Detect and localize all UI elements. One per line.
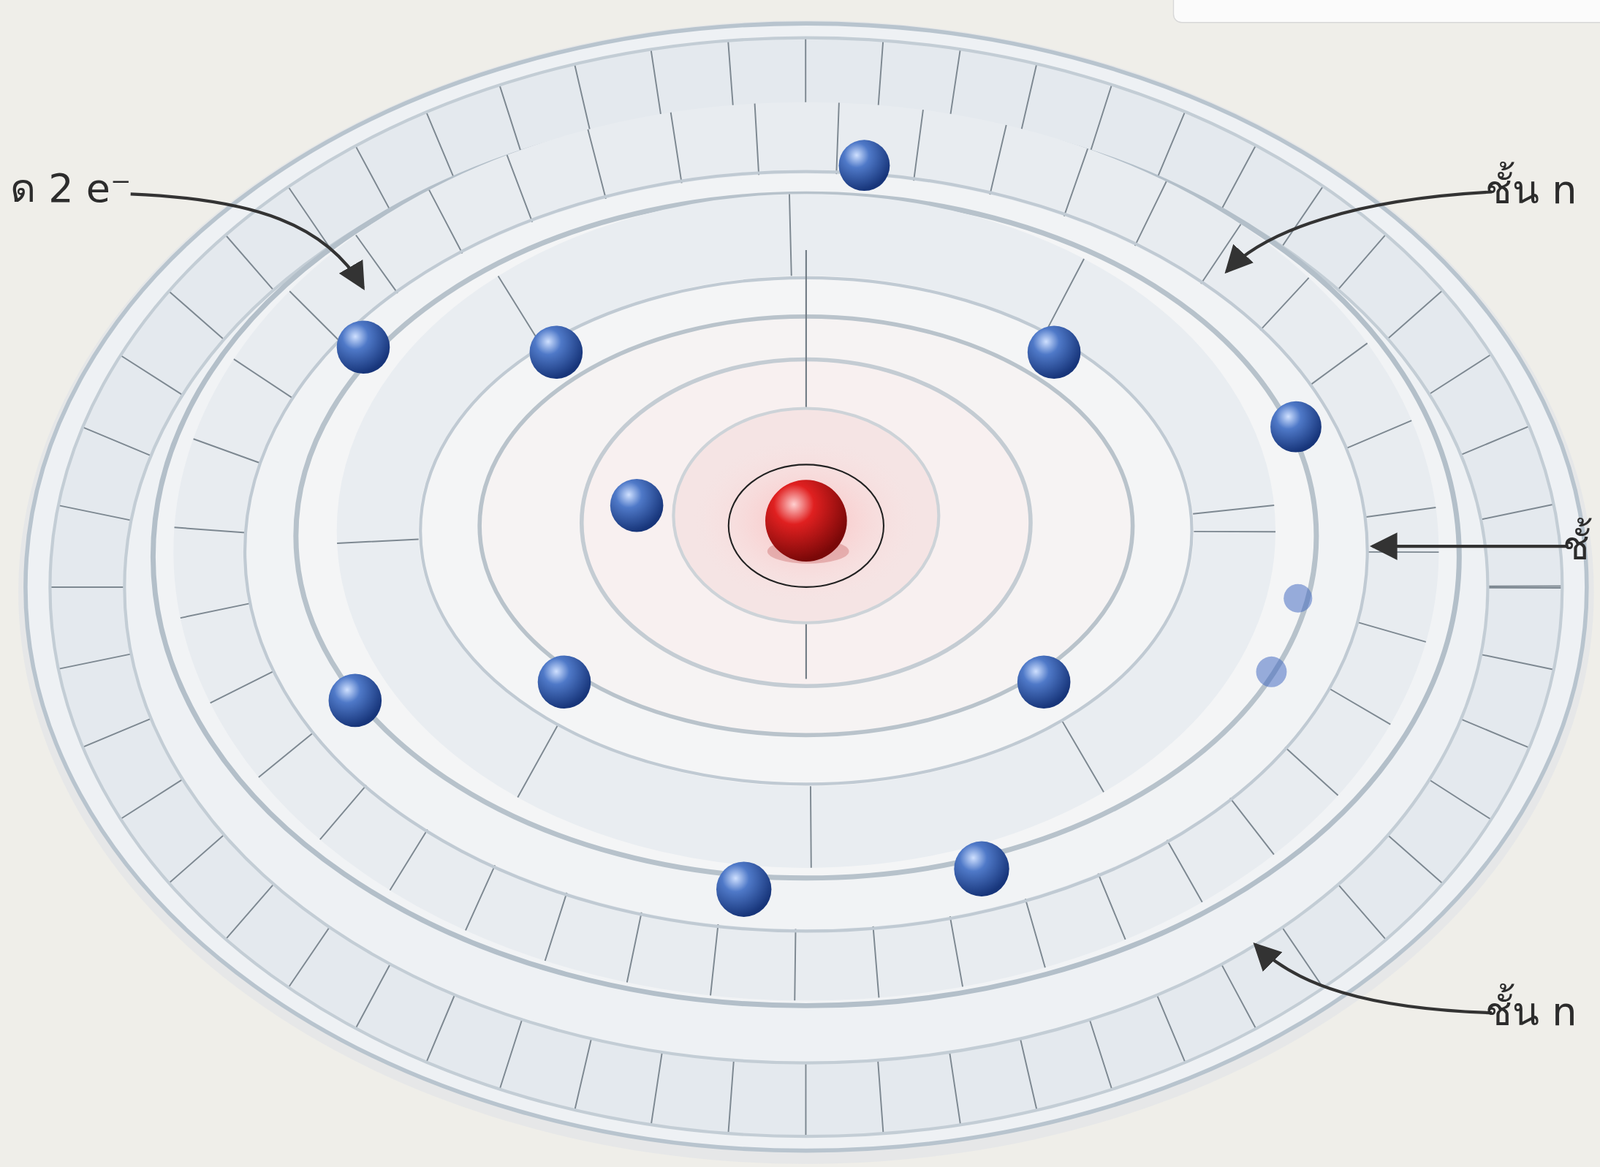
callout-label: ชั้น n xyxy=(1485,988,1577,1035)
callout-label: ชั้น n xyxy=(1485,166,1577,214)
callout-label: ชั้ xyxy=(1562,522,1590,570)
callout-label: ด 2 e⁻ xyxy=(10,165,131,212)
